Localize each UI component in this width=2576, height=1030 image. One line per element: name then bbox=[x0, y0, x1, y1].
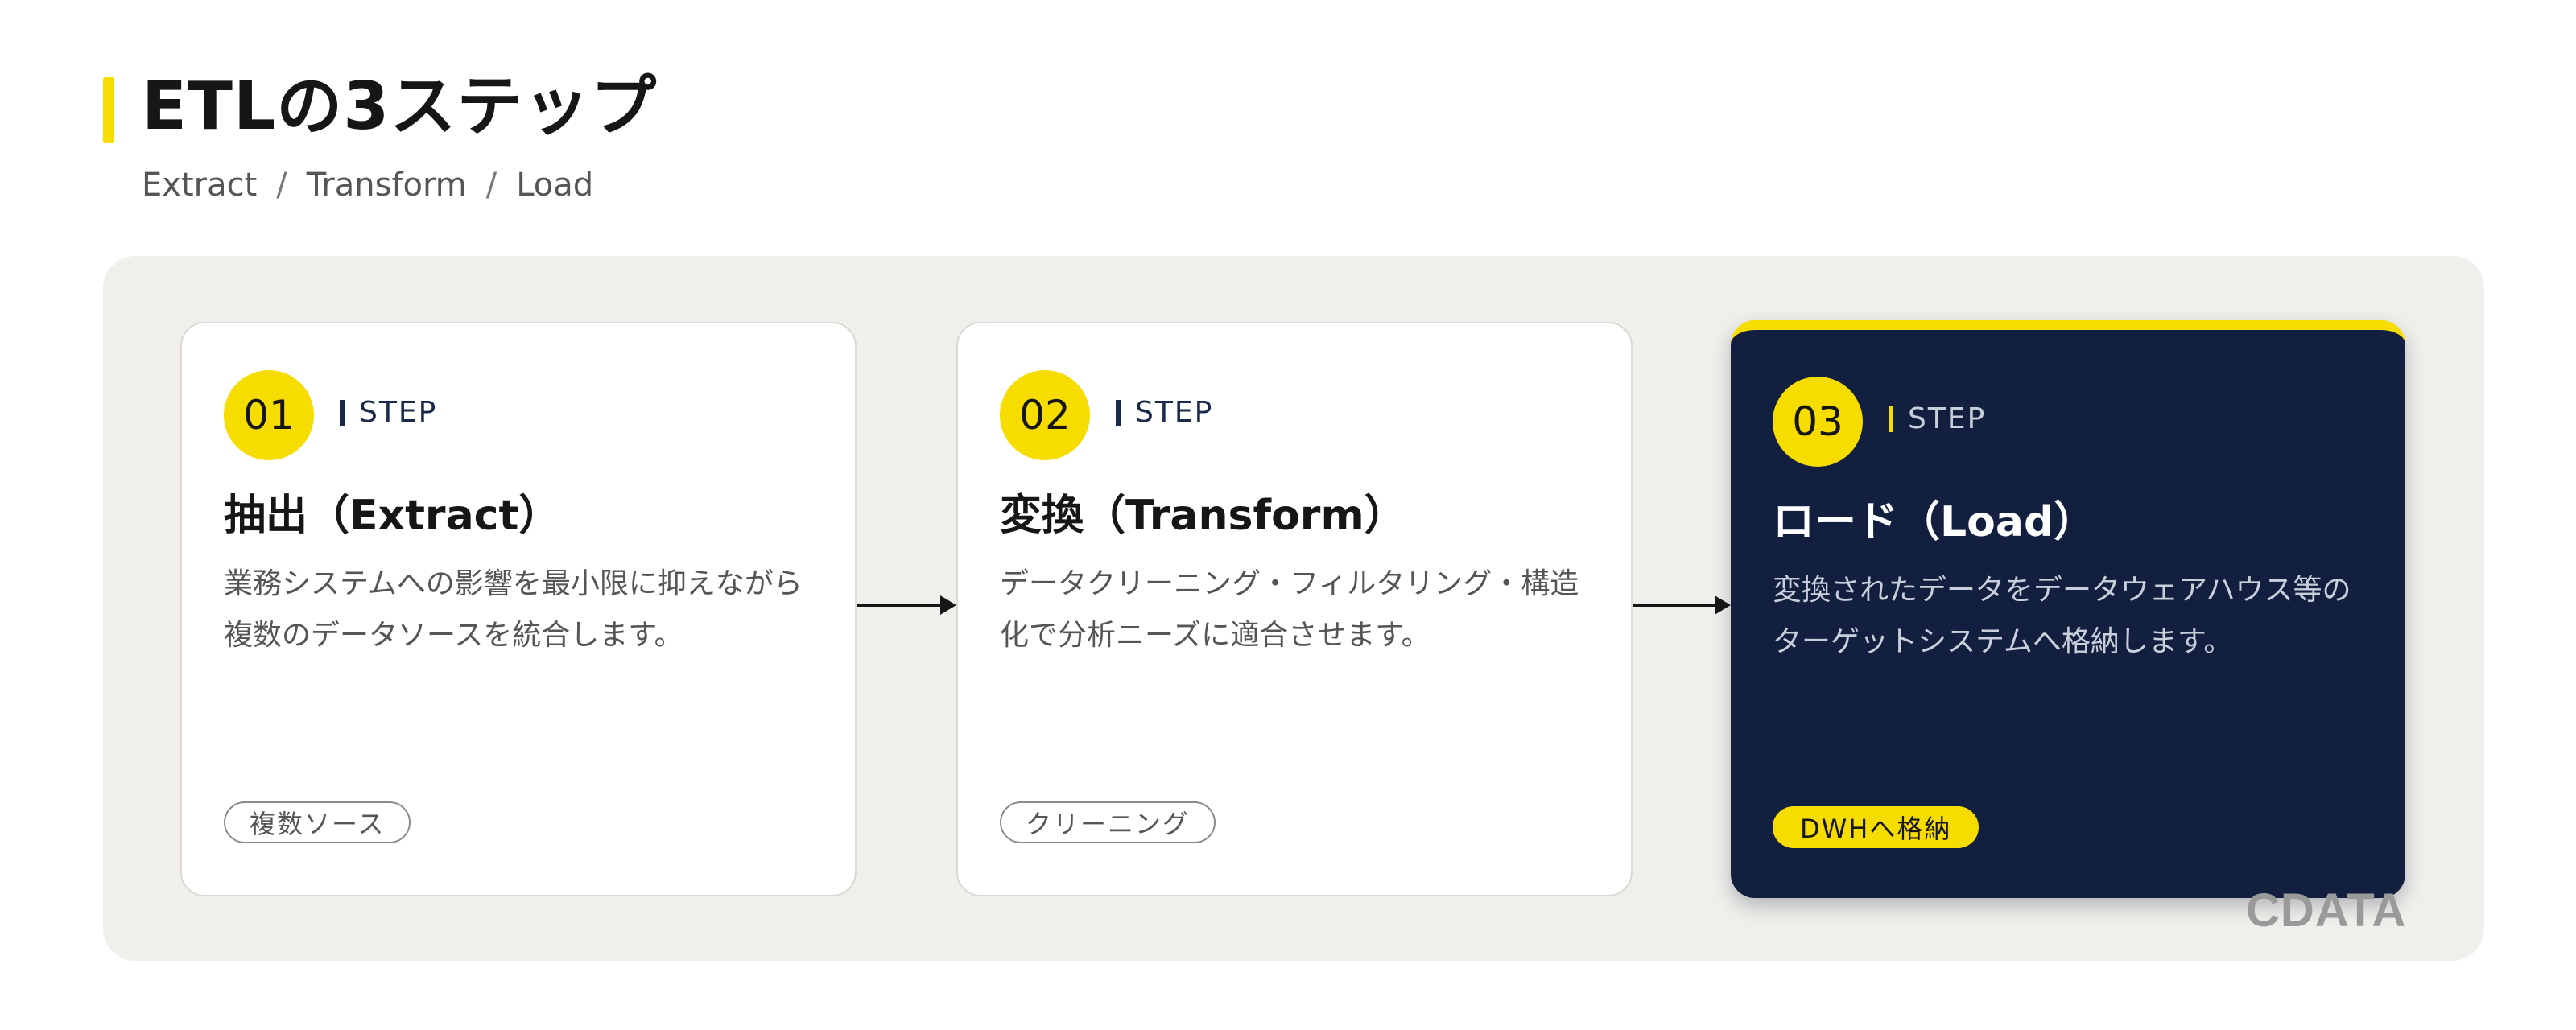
step-card-load: 03 STEP ロード（Load） 変換されたデータをデータウェアハウス等のター… bbox=[1731, 320, 2405, 898]
brand-logo: CDATA bbox=[2246, 884, 2407, 937]
step-label-text: STEP bbox=[359, 396, 438, 429]
arrow-right-icon bbox=[1633, 595, 1731, 615]
step-description: 変換されたデータをデータウェアハウス等のターゲットシステムへ格納します。 bbox=[1773, 574, 2351, 658]
step-title: 変換（Transform） bbox=[1000, 492, 1406, 540]
step-label-bar bbox=[1889, 406, 1893, 432]
step-title: 抽出（Extract） bbox=[224, 492, 561, 540]
step-description: 業務システムへの影響を最小限に抑えながら複数のデータソースを統合します。 bbox=[224, 567, 803, 652]
step-card-transform: 02 STEP 変換（Transform） データクリーニング・フィルタリング・… bbox=[956, 322, 1633, 896]
step-tag-pill: DWHへ格納 bbox=[1773, 806, 1979, 848]
step-label-text: STEP bbox=[1135, 396, 1214, 429]
subtitle: Extract / Transform / Load bbox=[142, 164, 593, 206]
step-tag-pill: 複数ソース bbox=[224, 801, 411, 843]
title-accent-bar bbox=[103, 77, 114, 143]
step-number-badge: 02 bbox=[1000, 370, 1090, 460]
step-number-badge: 01 bbox=[224, 370, 314, 460]
step-label-text: STEP bbox=[1908, 402, 1987, 435]
step-label: STEP bbox=[1889, 402, 1986, 435]
step-description: データクリーニング・フィルタリング・構造化で分析ニーズに適合させます。 bbox=[1000, 567, 1579, 652]
step-tag-pill: クリーニング bbox=[1000, 801, 1216, 843]
step-label-bar bbox=[1116, 399, 1121, 426]
step-label: STEP bbox=[1116, 396, 1213, 429]
subtitle-separator: / bbox=[485, 167, 497, 204]
step-number-badge: 03 bbox=[1773, 377, 1863, 467]
subtitle-separator: / bbox=[276, 167, 287, 204]
subtitle-transform: Transform bbox=[306, 167, 467, 204]
page-title: ETLの3ステップ bbox=[142, 68, 658, 145]
subtitle-load: Load bbox=[516, 167, 594, 204]
step-label: STEP bbox=[340, 396, 437, 429]
subtitle-extract: Extract bbox=[142, 167, 258, 204]
arrow-right-icon bbox=[857, 595, 956, 615]
step-card-extract: 01 STEP 抽出（Extract） 業務システムへの影響を最小限に抑えながら… bbox=[180, 322, 857, 896]
step-label-bar bbox=[340, 399, 345, 426]
step-title: ロード（Load） bbox=[1773, 498, 2096, 546]
